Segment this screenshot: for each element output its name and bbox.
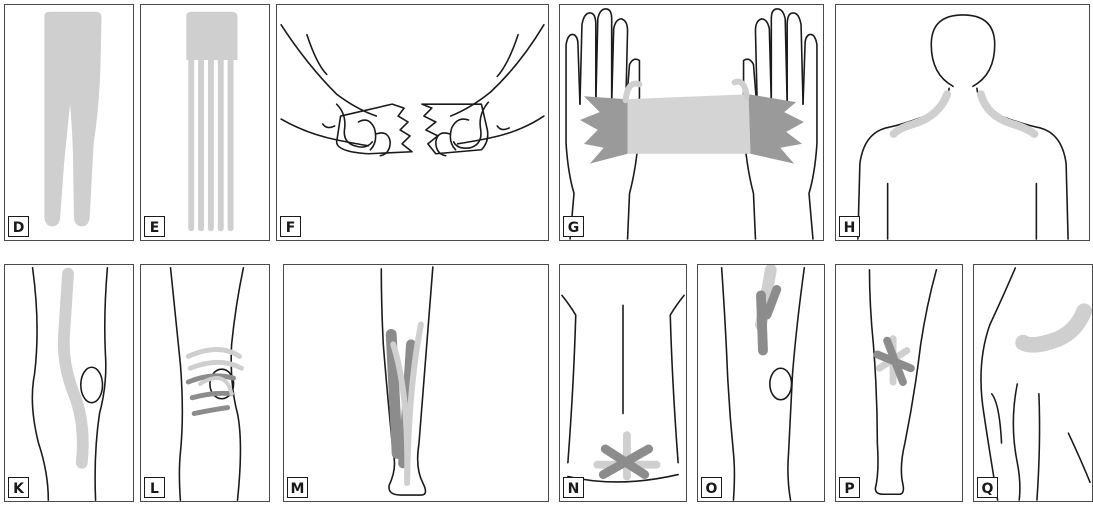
- panel-label: D: [8, 216, 29, 237]
- panel-label: H: [839, 216, 860, 237]
- knee-y-tape-illustration: [698, 265, 824, 501]
- tape-center: [628, 94, 751, 153]
- hip-tape: [1023, 311, 1084, 345]
- shoulders-illustration: [836, 5, 1089, 240]
- panel-label: F: [280, 216, 301, 237]
- tape-tab-right: [735, 82, 747, 97]
- panel-label: O: [701, 477, 722, 498]
- tearing-backing-illustration: [277, 5, 548, 240]
- calf-star-tape: [877, 339, 910, 382]
- lower-back-illustration: [560, 265, 686, 501]
- calf-star-illustration: [836, 265, 962, 501]
- right-shoulder-tape: [981, 94, 1035, 134]
- panel-g: G: [559, 4, 824, 241]
- upper-body-outline: [858, 15, 1068, 239]
- panel-f: F: [276, 4, 549, 241]
- panel-l: L: [140, 264, 270, 502]
- panel-label: G: [563, 216, 584, 237]
- hip-outline: [981, 268, 1090, 500]
- panel-m: M: [283, 264, 549, 502]
- y-tape-illustration: [5, 5, 133, 240]
- panel-label: Q: [977, 477, 998, 498]
- tape-left-end: [580, 96, 628, 163]
- panel-o: O: [697, 264, 825, 502]
- stretching-tape-illustration: [560, 5, 823, 240]
- panel-h: H: [835, 4, 1090, 241]
- panel-q: Q: [973, 264, 1093, 502]
- hip-illustration: [974, 265, 1092, 501]
- leg-outline: [171, 268, 244, 500]
- panel-label: P: [839, 477, 860, 498]
- tape-right-end: [749, 94, 805, 163]
- knee-front-illustration: [141, 265, 269, 501]
- panel-label: N: [563, 477, 584, 498]
- panel-p: P: [835, 264, 963, 502]
- panel-label: K: [8, 477, 29, 498]
- knee-y-tape-left: [761, 295, 763, 350]
- panel-label: M: [287, 477, 308, 498]
- panel-d: D: [4, 4, 134, 241]
- calf-illustration: [284, 265, 548, 501]
- left-shoulder-tape: [894, 94, 948, 134]
- panel-k: K: [4, 264, 134, 502]
- lower-back-cross-tape: [597, 435, 656, 476]
- panel-e: E: [140, 4, 270, 241]
- panel-label: E: [144, 216, 165, 237]
- hands-outline: [281, 25, 544, 156]
- y-tape-strip: [44, 12, 101, 227]
- fan-tape-fingers: [191, 55, 230, 228]
- panel-label: L: [144, 477, 165, 498]
- tape-tab-left: [626, 84, 640, 101]
- fan-tape-illustration: [141, 5, 269, 240]
- knee-long-tape: [64, 274, 83, 463]
- panel-n: N: [559, 264, 687, 502]
- knee-side-illustration: [5, 265, 133, 501]
